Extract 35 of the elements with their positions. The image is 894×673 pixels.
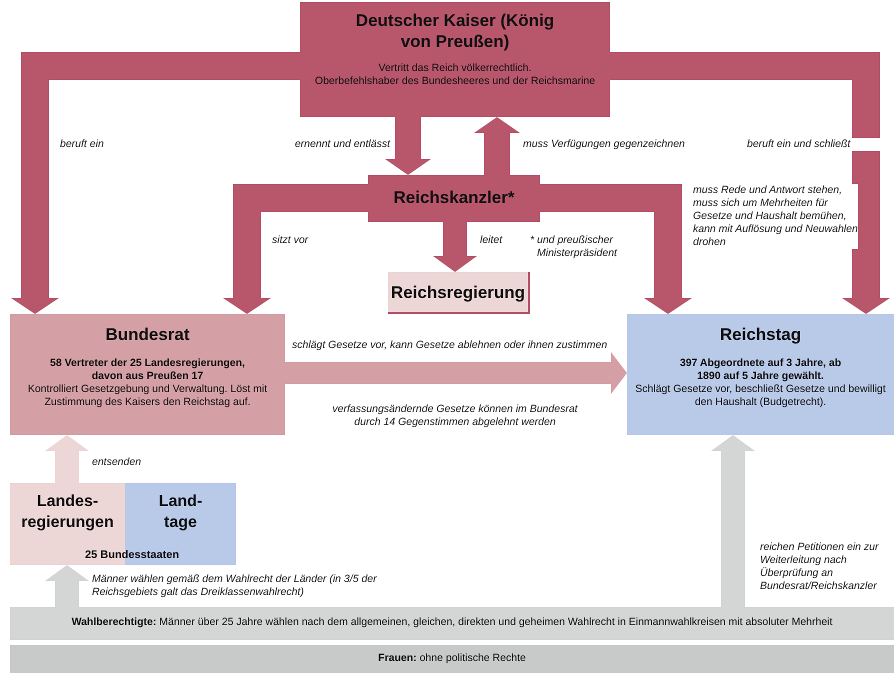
head-of-state-box — [300, 2, 610, 117]
description: Oberbefehlshaber des Bundesheeres und der Reichsmarine — [314, 75, 596, 88]
government-box — [388, 272, 530, 314]
description: 58 Vertreter der 25 Landesregierungen, davon aus Preußen 17 — [49, 357, 246, 383]
thick-arrow — [474, 117, 520, 175]
description: Wahlberechtigte: Männer über 25 Jahre wählen nach dem allgemeinen, gleichen, direkten und geheimen Wahlrecht in Einmannwahlkreisen mit absoluter Mehrheit — [72, 616, 832, 629]
thick-arrow — [385, 117, 431, 175]
thick-arrow — [45, 565, 89, 607]
edge-label: muss Rede und Antwort stehen, muss sich um Mehrheiten für Gesetze und Haushalt bemühen, kann mit Auflösung und Neuwahlen drohen — [693, 184, 858, 249]
thick-arrow — [610, 52, 890, 314]
description: Schlägt Gesetze vor, beschließt Gesetze und bewilligt den Haushalt (Budgetrecht). — [634, 383, 887, 409]
thick-arrow — [711, 435, 755, 607]
description: Frauen: ohne politische Rechte — [378, 652, 526, 665]
thick-arrow — [223, 184, 368, 314]
heading: Bundesrat — [105, 324, 190, 345]
heading: Reichstag — [720, 324, 802, 345]
thick-arrow — [11, 52, 300, 314]
description: Kontrolliert Gesetzgebung und Verwaltung. Löst mit Zustimmung des Kaisers den Reichstag auf. — [26, 383, 268, 409]
group-label: 25 Bundesstaaten — [85, 549, 180, 562]
heading: Reichsregierung — [390, 282, 526, 303]
states-group — [10, 483, 236, 565]
council-box — [10, 314, 285, 435]
thick-arrow — [540, 184, 692, 314]
voters-bar — [10, 607, 894, 640]
thick-arrow — [285, 352, 627, 394]
description: 397 Abgeordnete auf 3 Jahre, ab 1890 auf 5 Jahre gewählt. — [678, 357, 842, 383]
women-bar — [10, 645, 894, 673]
description: Vertritt das Reich völkerrechtlich. — [378, 62, 532, 75]
heading: Landes- regierungen — [20, 492, 115, 533]
heading: Reichskanzler* — [394, 187, 514, 208]
heading: Land- tage — [158, 492, 204, 533]
heading: Deutscher Kaiser (König von Preußen) — [355, 10, 555, 52]
parliament-box — [627, 314, 894, 435]
thick-arrow — [433, 222, 477, 272]
thick-arrow — [45, 435, 89, 483]
